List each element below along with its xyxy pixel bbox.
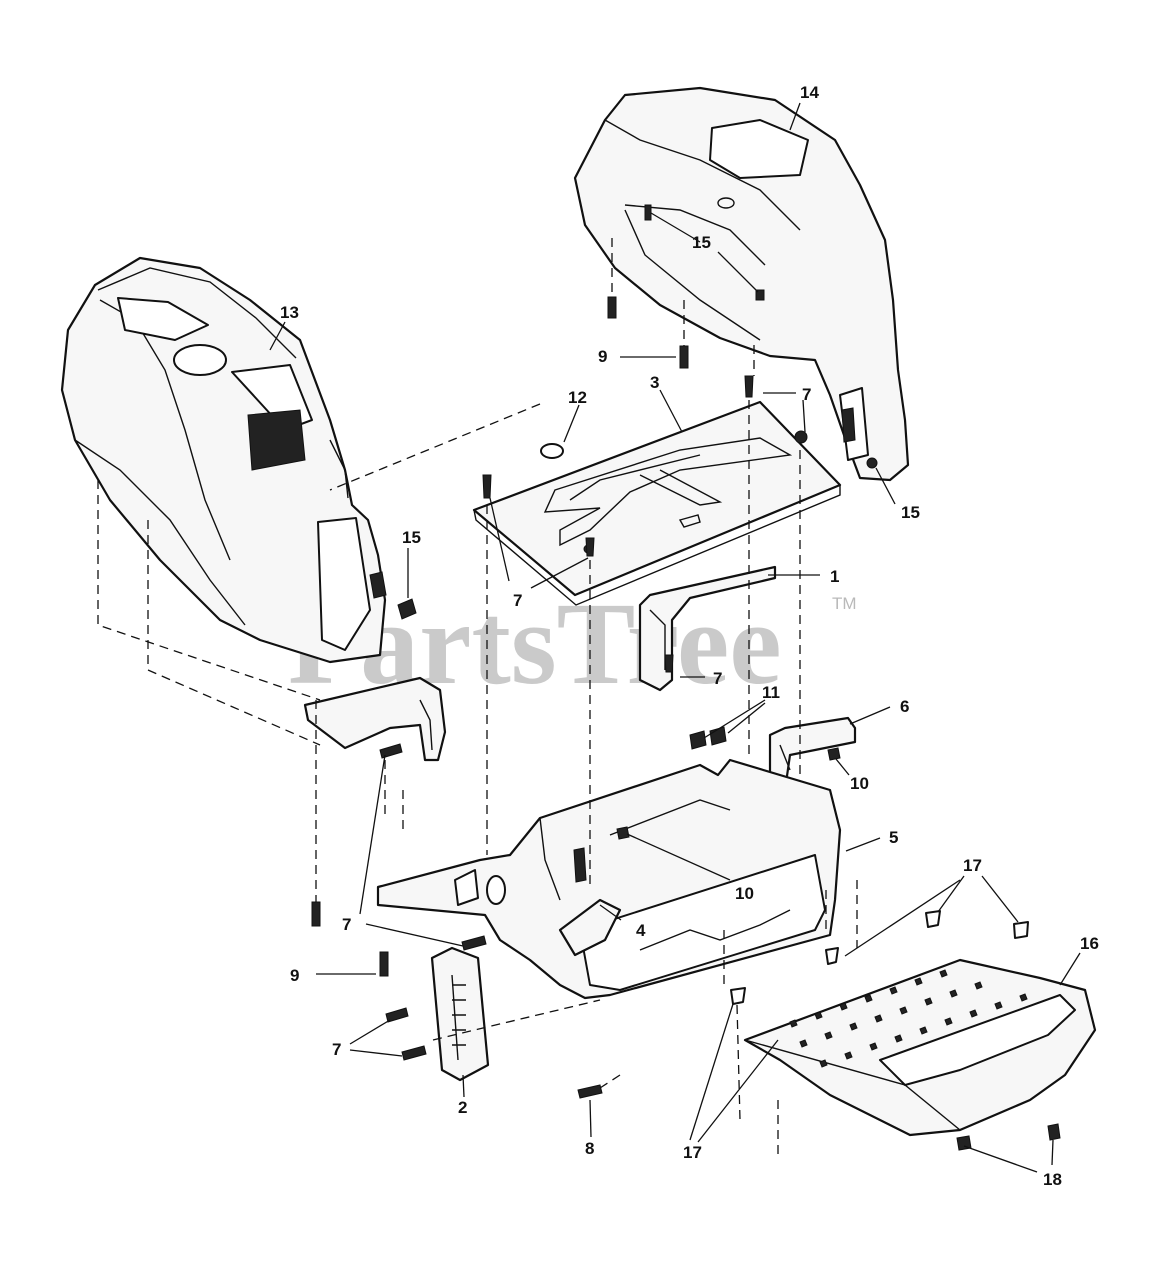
bolt-7a bbox=[744, 375, 754, 398]
callout-3[interactable]: 3 bbox=[650, 373, 659, 392]
footrest-tread bbox=[789, 969, 1028, 1068]
callout-14[interactable]: 14 bbox=[800, 83, 819, 102]
callout-17[interactable]: 17 bbox=[683, 1143, 702, 1162]
callout-6[interactable]: 6 bbox=[900, 697, 909, 716]
callout-15[interactable]: 15 bbox=[901, 503, 920, 522]
callout-9[interactable]: 9 bbox=[290, 966, 299, 985]
callouts: 14 13 15 15 15 9 12 3 7 7 1 7 11 6 10 5 … bbox=[280, 83, 1099, 1189]
callout-7[interactable]: 7 bbox=[332, 1040, 341, 1059]
callout-18[interactable]: 18 bbox=[1043, 1170, 1062, 1189]
screw-17b bbox=[1013, 921, 1029, 939]
callout-1[interactable]: 1 bbox=[830, 567, 839, 586]
nut-10a bbox=[827, 747, 841, 761]
callout-7[interactable]: 7 bbox=[342, 915, 351, 934]
bolt-7c bbox=[585, 537, 595, 557]
bolt-7f bbox=[461, 935, 487, 951]
left-support-bracket[interactable] bbox=[303, 676, 447, 762]
bolt-9b bbox=[679, 345, 689, 369]
callout-4[interactable]: 4 bbox=[636, 921, 646, 940]
callout-11[interactable]: 11 bbox=[762, 683, 780, 702]
leader-lines bbox=[269, 102, 1081, 1173]
assembly-lines bbox=[97, 238, 858, 1155]
part-12-plug[interactable] bbox=[540, 443, 564, 459]
bolt-7d bbox=[664, 654, 674, 673]
callout-12[interactable]: 12 bbox=[568, 388, 587, 407]
screw-17d bbox=[730, 987, 746, 1005]
part-2-step-plate[interactable] bbox=[430, 946, 490, 1082]
part-14-right-fender[interactable] bbox=[573, 86, 910, 482]
callout-7[interactable]: 7 bbox=[713, 669, 722, 688]
nut-11a bbox=[689, 730, 707, 750]
part-4-bracket[interactable] bbox=[558, 847, 622, 957]
bolt-7h bbox=[401, 1045, 427, 1061]
part-16-footrest[interactable] bbox=[743, 958, 1097, 1137]
screw-15b bbox=[644, 204, 652, 221]
callout-5[interactable]: 5 bbox=[889, 828, 898, 847]
callout-15[interactable]: 15 bbox=[402, 528, 421, 547]
screw-15a bbox=[397, 598, 417, 620]
callout-9[interactable]: 9 bbox=[598, 347, 607, 366]
callout-16[interactable]: 16 bbox=[1080, 934, 1099, 953]
bolt-8 bbox=[577, 1084, 603, 1099]
bolt-7e bbox=[379, 743, 403, 759]
bolt-9a bbox=[607, 296, 617, 319]
callout-8[interactable]: 8 bbox=[585, 1139, 594, 1158]
callout-17[interactable]: 17 bbox=[963, 856, 982, 875]
callout-7[interactable]: 7 bbox=[513, 591, 522, 610]
screw-18a bbox=[1047, 1123, 1061, 1141]
screw-15c bbox=[755, 289, 765, 301]
bolt-7b bbox=[482, 474, 492, 499]
part-13-left-fender[interactable] bbox=[60, 256, 387, 664]
bolt-7g bbox=[385, 1007, 409, 1023]
callout-13[interactable]: 13 bbox=[280, 303, 299, 322]
screw-17c bbox=[825, 947, 839, 965]
callout-7[interactable]: 7 bbox=[802, 385, 811, 404]
screw-17a bbox=[925, 910, 941, 928]
nut-10b bbox=[616, 826, 630, 840]
trademark-text: TM bbox=[832, 594, 857, 613]
callout-2[interactable]: 2 bbox=[458, 1098, 467, 1117]
callout-10[interactable]: 10 bbox=[735, 884, 754, 903]
fasteners bbox=[311, 204, 1061, 1151]
callout-15[interactable]: 15 bbox=[692, 233, 711, 252]
bolt-9c bbox=[311, 901, 321, 927]
callout-10[interactable]: 10 bbox=[850, 774, 869, 793]
bolt-9d bbox=[379, 951, 389, 977]
